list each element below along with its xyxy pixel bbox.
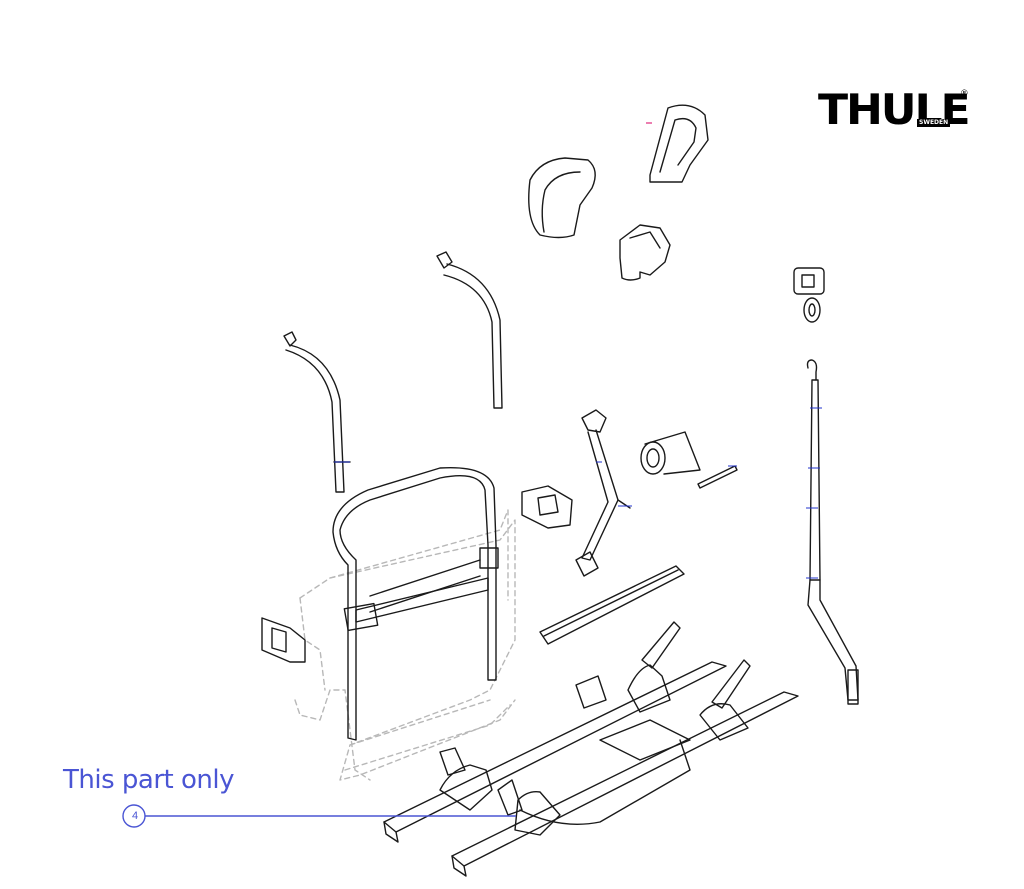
part-note: This part only <box>63 765 234 795</box>
lock-knob <box>793 267 825 323</box>
wheel-rails <box>383 661 799 877</box>
strap-roll <box>640 431 738 489</box>
bracket-arm <box>575 409 631 577</box>
wheel-holder-rear <box>575 621 751 741</box>
wall-bracket <box>261 617 306 663</box>
logo-subtitle: SWEDEN <box>917 119 951 127</box>
callout-number: 4 <box>131 810 139 822</box>
frame-outline-dashed <box>294 509 516 781</box>
dimension-ticks <box>334 407 822 579</box>
arm-pad-right <box>649 104 709 183</box>
arm-pad-left <box>528 157 596 239</box>
main-frame <box>332 466 499 741</box>
chain-strap <box>539 565 685 645</box>
clamp-block <box>619 224 671 281</box>
registered-mark: ® <box>961 88 968 98</box>
spacer-block <box>521 485 573 529</box>
thule-logo: THULE SWEDEN ® <box>818 88 971 132</box>
middle-tube <box>436 251 503 409</box>
left-tube <box>283 331 351 493</box>
callout-leader <box>122 804 516 828</box>
support-rod <box>806 359 859 705</box>
wheel-holder-front <box>439 747 561 836</box>
